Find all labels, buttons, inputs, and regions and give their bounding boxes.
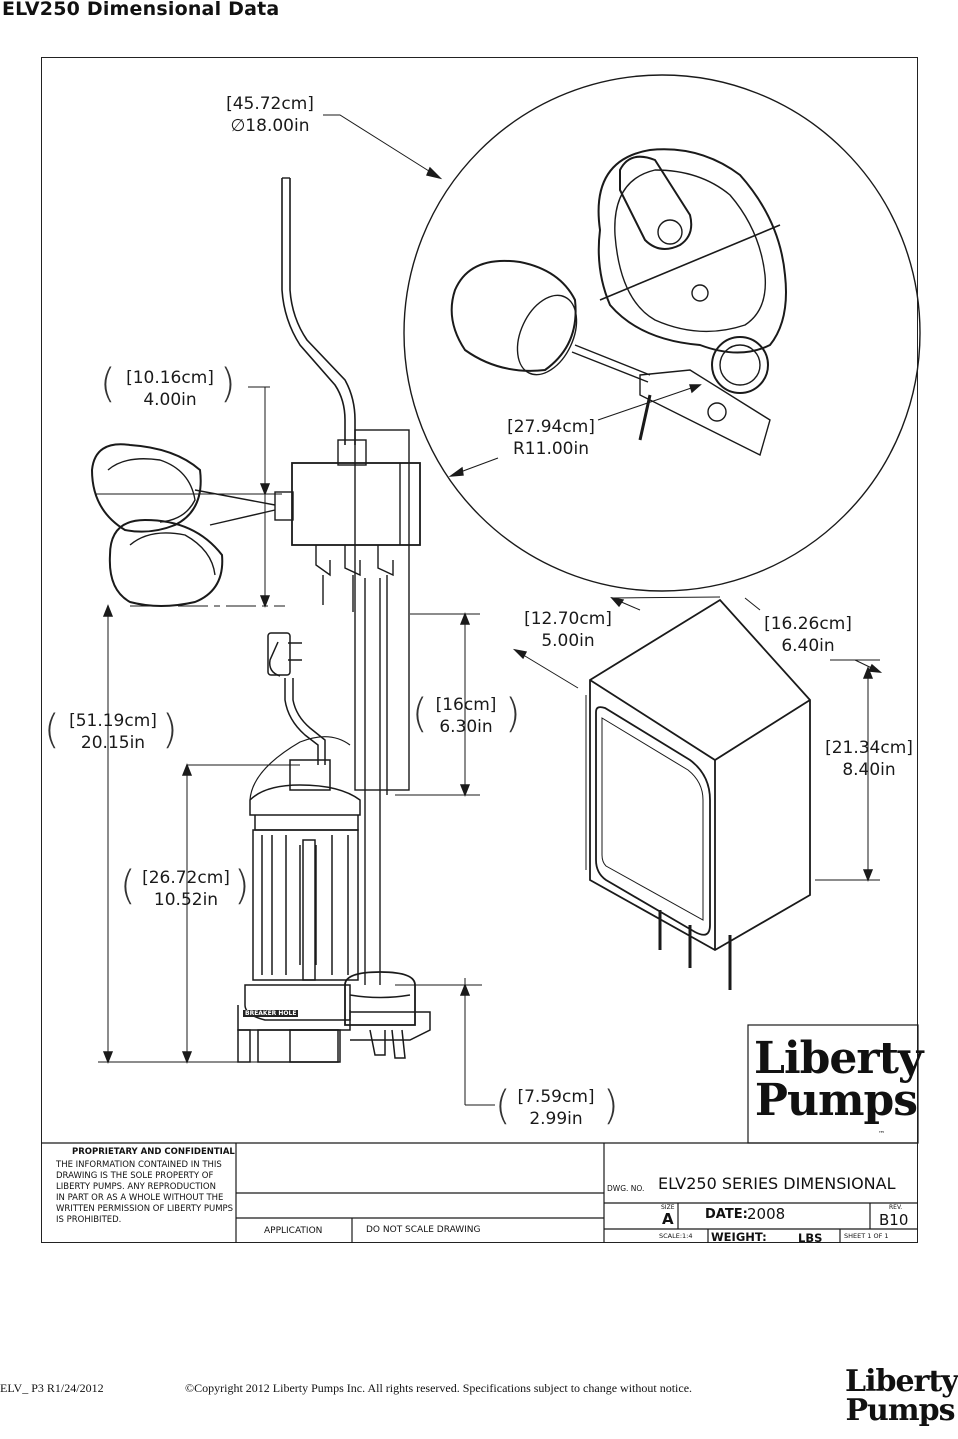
scale-label: SCALE:1:4: [659, 1232, 693, 1240]
proprietary-line: IN PART OR AS A WHOLE WITHOUT THE: [56, 1193, 224, 1203]
logo-line-1: Liberty: [754, 1033, 923, 1084]
paren-right: ): [505, 691, 521, 737]
dim-metric: [16cm]: [435, 695, 497, 715]
dim-box-width: [16.26cm] 6.40in: [760, 613, 856, 657]
side-floats: [90, 443, 294, 607]
dim-pump-height: [26.72cm] 10.52in: [134, 867, 238, 911]
paren-right: ): [162, 707, 178, 753]
paren-left: (: [412, 691, 428, 737]
pump-top-view: [450, 148, 787, 457]
dim-box-depth: [12.70cm] 5.00in: [518, 608, 618, 652]
dim-overall-height: [51.19cm] 20.15in: [60, 710, 166, 754]
dim-imperial: R11.00in: [513, 439, 589, 459]
dim-float-offset: [10.16cm] 4.00in: [118, 367, 222, 411]
dim-probe-length: [16cm] 6.30in: [426, 694, 506, 738]
dim-metric: [21.34cm]: [825, 738, 913, 758]
dim-base-height: [7.59cm] 2.99in: [508, 1086, 604, 1130]
dim-metric: [12.70cm]: [524, 609, 612, 629]
dim-metric: [10.16cm]: [126, 368, 214, 388]
size-label: SIZE: [661, 1204, 675, 1211]
dim-float-diameter: [45.72cm] ∅18.00in: [222, 93, 318, 137]
proprietary-line: LIBERTY PUMPS. ANY REPRODUCTION: [56, 1182, 216, 1192]
date-value: 2008: [747, 1205, 786, 1223]
dim-imperial: 5.00in: [541, 631, 595, 651]
dwg-no: ELV250 SERIES DIMENSIONAL: [658, 1174, 896, 1193]
dim-imperial: 6.30in: [439, 717, 493, 737]
footer-copyright: ©Copyright 2012 Liberty Pumps Inc. All r…: [185, 1381, 693, 1395]
dim-metric: [27.94cm]: [507, 417, 595, 437]
dim-metric: [51.19cm]: [69, 711, 157, 731]
dim-metric: [7.59cm]: [517, 1087, 595, 1107]
paren-right: ): [220, 361, 236, 407]
weight-label: WEIGHT:: [711, 1230, 767, 1244]
proprietary-line: DRAWING IS THE SOLE PROPERTY OF: [56, 1171, 214, 1181]
proprietary-line: THE INFORMATION CONTAINED IN THIS: [56, 1160, 222, 1170]
footer-logo: Liberty Pumps: [845, 1364, 958, 1428]
size-value: A: [662, 1210, 674, 1228]
dim-imperial: 2.99in: [529, 1109, 583, 1129]
dim-metric: [16.26cm]: [764, 614, 852, 634]
dim-imperial: 6.40in: [781, 636, 835, 656]
proprietary-text: THE INFORMATION CONTAINED IN THIS DRAWIN…: [56, 1160, 233, 1226]
drawing-frame: [41, 57, 918, 1243]
page-title: ELV250 Dimensional Data: [2, 0, 280, 20]
paren-right: ): [603, 1083, 619, 1129]
dim-box-height: [21.34cm] 8.40in: [820, 737, 918, 781]
detail-circle: [403, 74, 921, 592]
dwg-no-label: DWG. NO.: [607, 1184, 645, 1193]
footer-doc-id: ELV_ P3 R1/24/2012: [0, 1381, 104, 1395]
paren-left: (: [100, 361, 116, 407]
switch-housing: [291, 462, 421, 546]
proprietary-heading: PROPRIETARY AND CONFIDENTIAL: [72, 1147, 235, 1157]
paren-right: ): [234, 863, 250, 909]
liberty-pumps-logo: Liberty Pumps: [754, 1033, 923, 1126]
logo-trademark: ™: [878, 1130, 885, 1138]
dim-imperial: ∅18.00in: [230, 116, 310, 136]
dim-metric: [26.72cm]: [142, 868, 230, 888]
date-label: DATE:: [705, 1207, 748, 1222]
dim-imperial: 8.40in: [842, 760, 896, 780]
logo-line-2: Pumps: [754, 1074, 918, 1126]
weight-unit: LBS: [798, 1231, 823, 1245]
application-label: APPLICATION: [264, 1226, 323, 1236]
pump-body: [237, 632, 482, 1063]
paren-left: (: [120, 863, 136, 909]
paren-left: (: [44, 707, 60, 753]
dim-float-radius: [27.94cm] R11.00in: [503, 416, 599, 460]
dim-imperial: 20.15in: [80, 733, 146, 753]
dim-metric: [45.72cm]: [226, 94, 314, 114]
dim-imperial: 4.00in: [143, 390, 197, 410]
control-box: [585, 598, 811, 990]
proprietary-line: IS PROHIBITED.: [56, 1215, 122, 1225]
sheet-label: SHEET 1 OF 1: [844, 1232, 889, 1240]
logo-line-1: Liberty: [845, 1364, 958, 1399]
logo-line-2: Pumps: [845, 1392, 956, 1428]
rev-value: B10: [879, 1211, 909, 1229]
dim-imperial: 10.52in: [153, 890, 219, 910]
pump-label: BREAKER HOLE: [243, 1010, 299, 1017]
paren-left: (: [495, 1083, 511, 1129]
proprietary-line: WRITTEN PERMISSION OF LIBERTY PUMPS: [56, 1204, 234, 1214]
rev-label: REV.: [889, 1204, 903, 1211]
do-not-scale-label: DO NOT SCALE DRAWING: [366, 1225, 481, 1235]
